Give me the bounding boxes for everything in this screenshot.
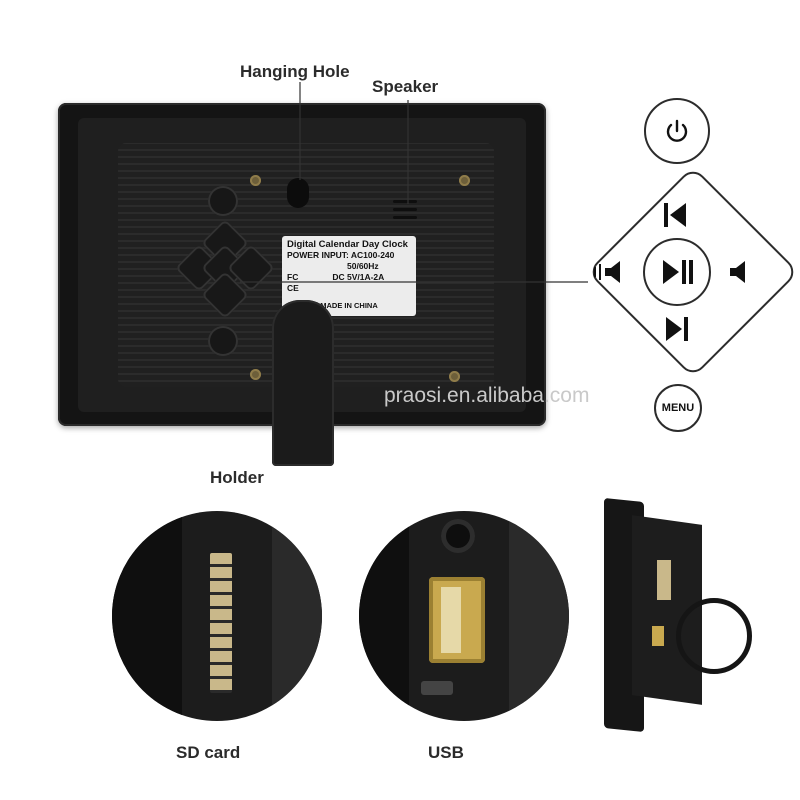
power-icon xyxy=(666,119,688,142)
screw xyxy=(459,175,470,186)
label-frequency: 50/60Hz xyxy=(347,261,379,271)
menu-button[interactable] xyxy=(208,326,238,356)
hanging-hole-callout: Hanging Hole xyxy=(240,62,350,81)
usb-zoom xyxy=(359,511,569,721)
screw xyxy=(250,369,261,380)
ce-mark: CE xyxy=(287,283,299,293)
usb-caption: USB xyxy=(428,743,464,762)
usb-port xyxy=(429,577,485,663)
power-button[interactable] xyxy=(208,186,238,216)
speaker-grille xyxy=(393,216,417,219)
speaker-grille xyxy=(393,208,417,211)
label-power: POWER INPUT: AC100-240 xyxy=(287,250,395,260)
speaker-grille xyxy=(393,200,417,203)
watermark: praosi.en.alibaba.com xyxy=(384,384,590,407)
power-control[interactable] xyxy=(644,98,710,164)
side-usb-port xyxy=(652,626,664,646)
side-ring-holder xyxy=(676,598,752,674)
sd-card-zoom xyxy=(112,511,322,721)
hanging-hole xyxy=(287,178,309,208)
next-track-icon[interactable] xyxy=(662,314,690,349)
screw xyxy=(250,175,261,186)
screw xyxy=(449,371,460,382)
mini-usb-port xyxy=(421,681,453,695)
volume-down-icon[interactable] xyxy=(592,258,626,291)
fc-mark: FC xyxy=(287,272,299,282)
menu-control[interactable]: MENU xyxy=(654,384,702,432)
side-sd-slot xyxy=(657,560,671,600)
audio-jack xyxy=(441,519,475,553)
label-dc: DC 5V/1A-2A xyxy=(332,272,385,282)
menu-label: MENU xyxy=(661,402,695,414)
label-title: Digital Calendar Day Clock xyxy=(287,239,408,250)
play-pause-icon xyxy=(663,260,693,284)
play-pause-control[interactable] xyxy=(643,238,711,306)
holder-stand xyxy=(272,300,334,466)
label-made-in: MADE IN CHINA xyxy=(320,301,378,310)
volume-up-icon[interactable] xyxy=(728,258,752,291)
sd-card-slot xyxy=(210,553,232,693)
speaker-callout: Speaker xyxy=(372,77,439,96)
sd-card-caption: SD card xyxy=(176,743,241,762)
holder-callout: Holder xyxy=(210,468,264,487)
previous-track-icon[interactable] xyxy=(662,200,690,235)
